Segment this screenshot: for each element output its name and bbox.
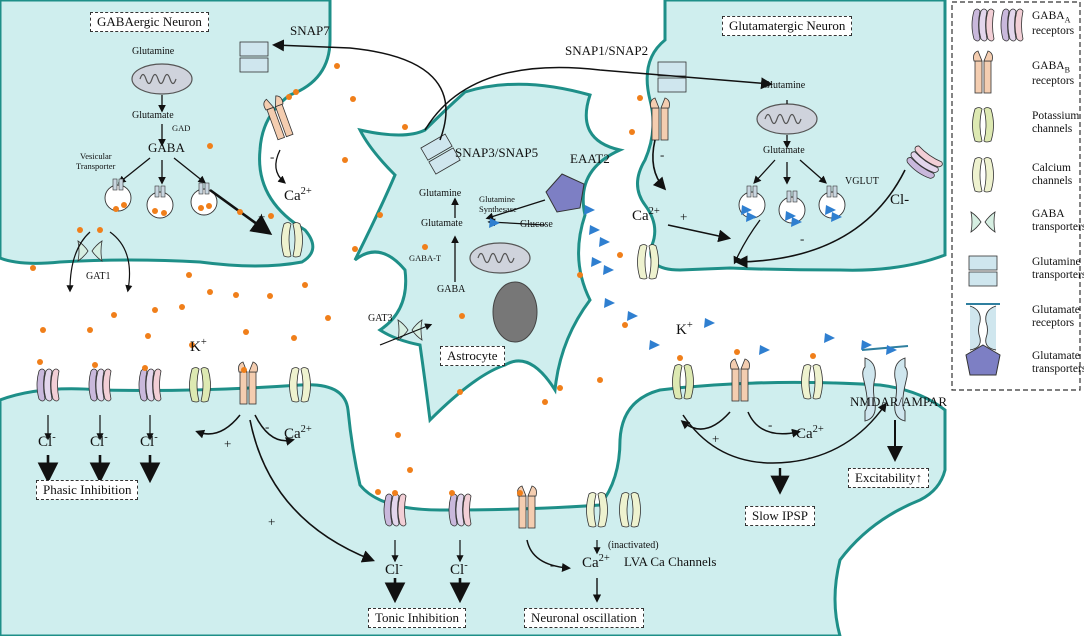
gabaa-receptor-tonic-1 xyxy=(383,493,407,527)
gabaa-receptor-post-2 xyxy=(88,368,112,402)
legend-gabaa-icon xyxy=(971,8,995,42)
astrocyte-nucleus xyxy=(492,281,538,343)
legend-gabaa-icon-2 xyxy=(1000,8,1024,42)
gaba-molecules xyxy=(30,63,816,496)
legend-glutamate-transporter-icon xyxy=(965,344,1001,376)
mitochondrion-glutamatergic xyxy=(756,103,818,135)
gabaa-receptor-post-1 xyxy=(36,368,60,402)
mitochondrion-astrocyte xyxy=(469,242,531,274)
glutamatergic-neuron-body xyxy=(636,0,947,272)
gabaa-receptor-tonic-2 xyxy=(448,493,472,527)
gabaa-receptor-post-3 xyxy=(138,368,162,402)
eaat2-transporter xyxy=(545,173,585,213)
mitochondrion-gabaergic xyxy=(131,63,193,95)
nmdar-ampar-receptor xyxy=(861,345,909,422)
calcium-channel-glutamatergic xyxy=(637,244,659,280)
postsynaptic-membrane xyxy=(0,380,947,636)
legend-glutamate-receptor-icon xyxy=(966,303,1000,351)
glutamate-molecules xyxy=(489,205,897,355)
